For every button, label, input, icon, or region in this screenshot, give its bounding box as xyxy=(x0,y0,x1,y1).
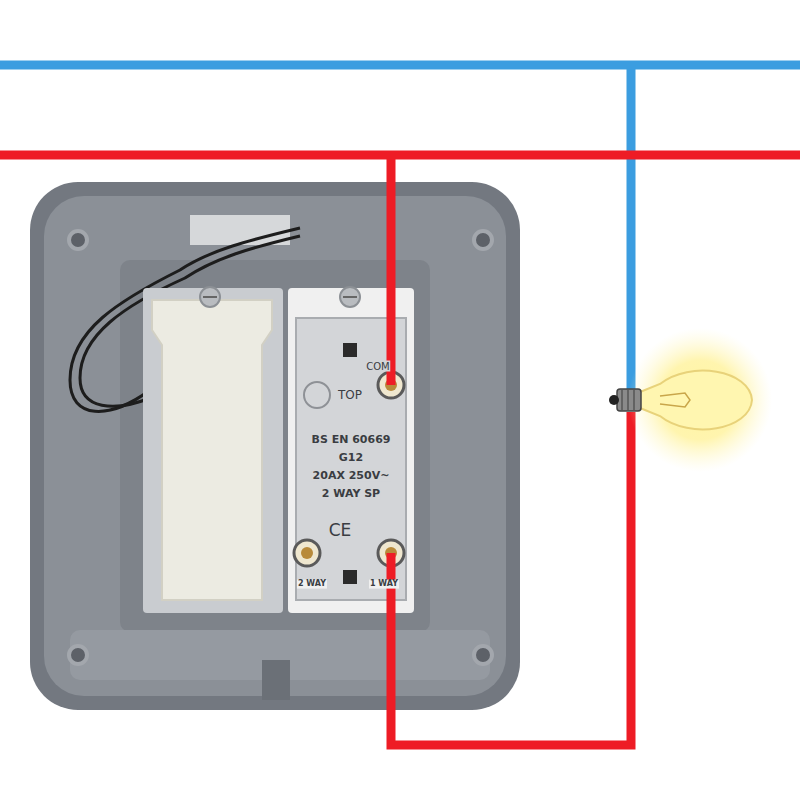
terminal-label: G12 xyxy=(338,452,364,464)
terminal-label: 2 WAY SP xyxy=(321,488,381,500)
terminal-label: CE xyxy=(328,521,353,540)
terminal-label: COM xyxy=(365,361,390,372)
terminal-label: 1 WAY xyxy=(369,580,399,589)
terminal-label: 2 WAY xyxy=(297,580,327,589)
housing xyxy=(30,182,520,710)
terminal-label: 20AX 250V~ xyxy=(312,470,391,482)
terminal-label: BS EN 60669 xyxy=(311,434,392,446)
terminal-label: TOP xyxy=(337,389,363,402)
